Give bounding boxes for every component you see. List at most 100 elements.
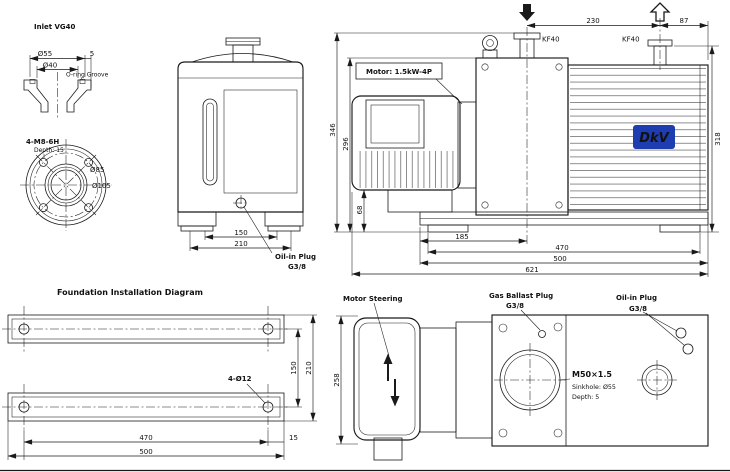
oil-in-plug-top-2 — [682, 343, 694, 355]
kf40-exhaust-neck — [653, 45, 667, 66]
pump-top-view: Motor Steering Gas Ballast Plug G3/8 Oil… — [333, 292, 709, 461]
oring-groove-label: O-ring Groove — [66, 72, 109, 79]
oil-in-plug-top — [675, 327, 687, 339]
anchor-holes-label: 4-Ø12 — [228, 375, 252, 383]
dim-210-front: 210 — [234, 240, 247, 248]
dim-dia55: Ø55 — [38, 50, 52, 58]
pump-cylinder-side — [567, 64, 709, 211]
oil-thread-label-front: G3/8 — [288, 263, 306, 271]
handle-arc — [191, 53, 294, 63]
motor-terminal-box-top — [373, 437, 403, 461]
m50-label: M50×1.5 — [572, 370, 612, 379]
kf40-inlet-neck — [519, 38, 535, 59]
motor-foot — [387, 189, 453, 213]
dim-500: 500 — [553, 255, 566, 263]
motor-terminal-box — [365, 99, 425, 149]
gas-ballast-leader — [520, 309, 541, 331]
oil-thread-label-top: G3/8 — [629, 305, 647, 313]
front-panel — [223, 89, 298, 194]
pump-front-view: 150 210 Oil-in Plug G3/8 — [177, 37, 316, 271]
dim-150-front: 150 — [234, 229, 247, 237]
base-foot-left — [427, 224, 469, 233]
dim-318: 318 — [714, 132, 722, 145]
cover-bolt — [553, 428, 563, 438]
oil-plug-leader-2 — [645, 312, 685, 346]
bolt-hole — [84, 157, 93, 167]
brand-logo — [633, 125, 675, 149]
cover-bolt — [498, 428, 508, 438]
motor-spec-label: Motor: 1.5kW-4P — [366, 68, 432, 76]
cover-bolt — [498, 323, 508, 333]
dim-15-foundation: 15 — [289, 434, 298, 442]
motor-steering-label: Motor Steering — [343, 295, 403, 303]
dim-150-foundation: 150 — [290, 361, 298, 374]
foundation-title: Foundation Installation Diagram — [57, 288, 203, 297]
dim-185: 185 — [455, 233, 468, 241]
dim-dia85: Ø85 — [90, 166, 104, 174]
dim-210-foundation: 210 — [305, 361, 313, 374]
brand-logo-text: DkV — [639, 131, 669, 146]
dim-258: 258 — [333, 373, 341, 386]
cover-bolt — [553, 322, 563, 332]
motor-fins — [357, 151, 454, 188]
bolt-hole — [39, 203, 48, 213]
right-foot — [264, 211, 304, 227]
bolt-hole — [84, 203, 93, 213]
motor-coupling — [457, 101, 477, 189]
inlet-title: Inlet VG40 — [34, 23, 76, 31]
pump-side-view: 230 87 KF40 KF40 Motor: 1.5kW-4P DkV — [329, 2, 722, 277]
dim-dia40: Ø40 — [43, 62, 57, 70]
gas-ballast-thread: G3/8 — [506, 302, 524, 310]
dim-470-foundation: 470 — [139, 434, 152, 442]
rotation-arrow-up — [383, 353, 393, 364]
gas-ballast-plug — [538, 330, 546, 338]
coupling-housing-top — [419, 327, 457, 433]
dim-87: 87 — [680, 17, 689, 25]
kf40-right-label: KF40 — [622, 36, 640, 44]
exhaust-arrow-icon — [649, 2, 671, 22]
pump-body-front — [177, 61, 304, 213]
dim-dia105: Ø105 — [92, 182, 111, 190]
dim-296: 296 — [342, 137, 350, 151]
m50-leader — [559, 378, 571, 381]
inlet-flange-view: 4-M8-6H Depth: 15 Ø85 Ø105 — [20, 138, 112, 231]
left-foot — [177, 211, 217, 227]
oil-plug-label-front: Oil-in Plug — [275, 253, 316, 261]
dim-68: 68 — [356, 206, 364, 215]
bolt-depth-label: Depth: 15 — [34, 147, 64, 154]
base-foot-right — [659, 224, 701, 233]
sinkhole-depth-label: Depth: 5 — [572, 394, 599, 401]
oil-plug-leader — [243, 206, 273, 254]
dim-470: 470 — [555, 244, 568, 252]
bolt-circle — [33, 152, 99, 218]
oil-plug-label-top: Oil-in Plug — [616, 294, 657, 302]
inlet-section-left-half — [23, 79, 49, 113]
motor-steering-leader — [373, 302, 390, 357]
pump-body-top — [491, 314, 709, 447]
dim-230: 230 — [586, 17, 599, 25]
anchor-holes-leader — [246, 383, 266, 404]
kf40-left-label: KF40 — [542, 36, 560, 44]
dim-edge5: 5 — [90, 50, 94, 58]
inlet-section-right-half — [66, 79, 92, 113]
pump-module-top — [455, 321, 493, 439]
gas-ballast-label: Gas Ballast Plug — [489, 292, 553, 300]
oring-leader — [80, 77, 83, 81]
dim-500-foundation: 500 — [139, 448, 152, 456]
inlet-detail-section: Inlet VG40 Ø55 5 Ø40 O-ring Groove — [23, 23, 109, 119]
rotation-arrow-down — [390, 396, 400, 407]
oring-groove-right — [79, 79, 86, 84]
sinkhole-label: Sinkhole: Ø55 — [572, 383, 616, 391]
bolt-spec-label: 4-M8-6H — [26, 138, 59, 146]
oring-groove-left — [29, 79, 36, 84]
pump-housing-side — [475, 57, 569, 216]
dim-346: 346 — [329, 123, 337, 137]
intake-arrow-icon — [519, 4, 535, 21]
oil-sight-glass — [202, 98, 218, 186]
foundation-diagram: Foundation Installation Diagram 4-Ø12 15… — [2, 288, 317, 460]
bolt-hole — [39, 157, 48, 167]
motor-spec-box — [355, 62, 443, 80]
lifting-eye — [482, 35, 498, 51]
